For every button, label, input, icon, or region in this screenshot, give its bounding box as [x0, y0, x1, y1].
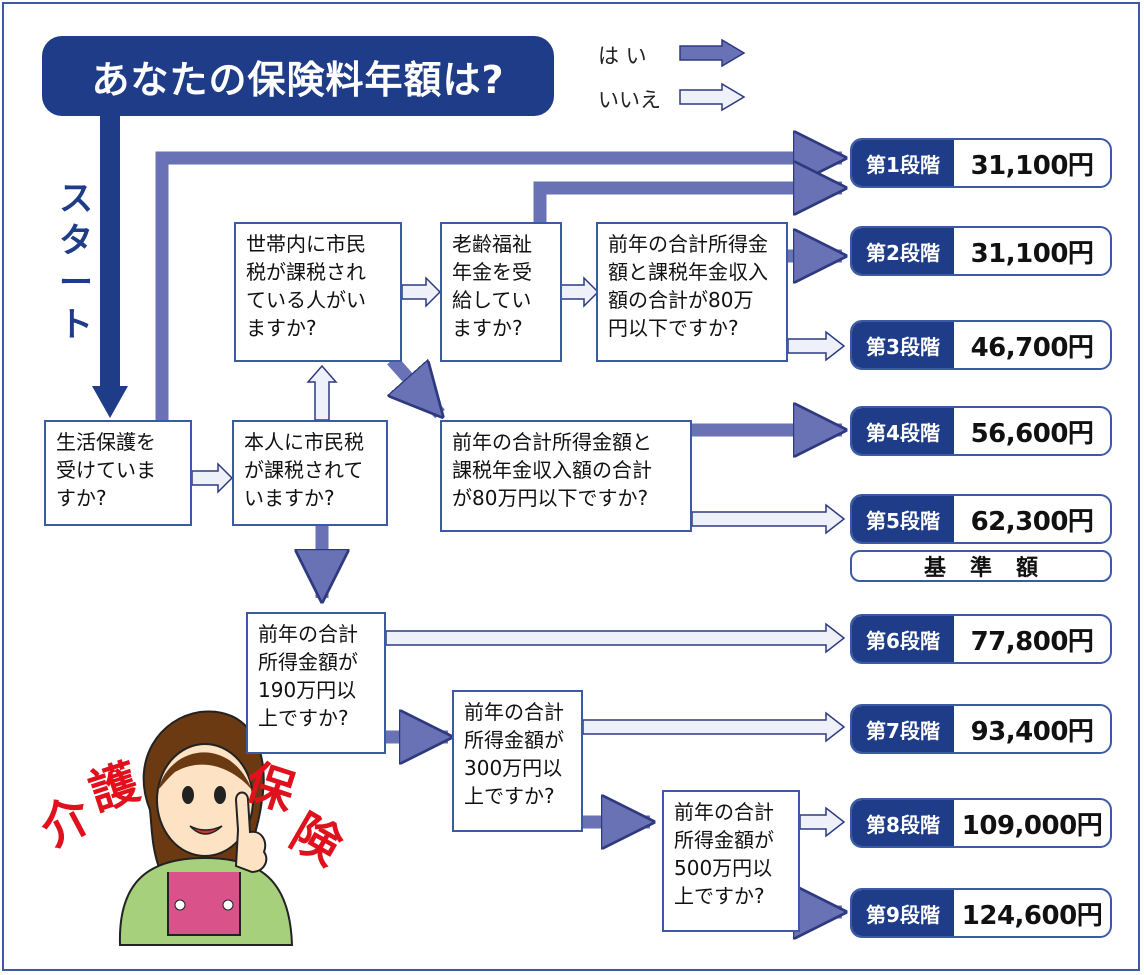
mascot-illustration	[118, 710, 294, 946]
stage-name: 第5段階	[852, 496, 954, 542]
question-line: 所得金額が	[674, 828, 774, 852]
question-line: 年金を受	[452, 260, 532, 284]
stage-name: 第4段階	[852, 408, 954, 454]
question-line: 所得金額が	[464, 728, 564, 752]
question-line: 額の合計が80万	[608, 288, 754, 312]
no-arrow-income190	[385, 622, 846, 654]
yes-path-pension	[533, 188, 842, 222]
result-stage-2: 第2段階 31,100円	[850, 226, 1112, 276]
question-line: ている人がい	[246, 288, 366, 312]
stage-amount: 93,400円	[970, 716, 1094, 747]
question-line: 額と課税年金収入	[608, 260, 768, 284]
no-arrow-income80a	[787, 330, 846, 362]
page-title: あなたの保険料年額は?	[42, 36, 554, 116]
question-line: ますか?	[246, 316, 317, 340]
question-income-300: 前年の合計 所得金額が 300万円以 上ですか?	[452, 690, 583, 832]
no-arrow-household	[401, 276, 442, 308]
legend-no-arrow	[679, 82, 746, 112]
start-char: ー	[59, 263, 93, 303]
legend-no-label: いいえ	[598, 88, 661, 112]
question-line: 前年の合計所得金	[608, 232, 768, 256]
yes-paths	[155, 158, 842, 912]
question-line: 上ですか?	[674, 884, 765, 908]
no-arrow-welfare	[191, 462, 234, 494]
question-line: いますか?	[244, 486, 335, 510]
question-line: 円以下ですか?	[608, 316, 739, 340]
result-stage-8: 第8段階 109,000円	[850, 798, 1112, 848]
question-line: 190万円以	[258, 678, 357, 702]
yes-path-welfare	[155, 158, 842, 420]
question-line: 前年の合計	[674, 800, 774, 824]
question-line: 課税年金収入額の合計	[452, 458, 652, 482]
question-line: 受けていま	[56, 458, 156, 482]
no-arrow-income300	[582, 711, 846, 743]
start-char: ス	[59, 179, 93, 219]
stage-amount: 31,100円	[970, 238, 1094, 269]
question-line: 所得金額が	[258, 650, 358, 674]
result-stage-4: 第4段階 56,600円	[850, 406, 1112, 456]
legend-yes-arrow	[679, 38, 746, 68]
result-stage-3: 第3段階 46,700円	[850, 320, 1112, 370]
stage-name: 第1段階	[852, 140, 954, 186]
stage-amount: 31,100円	[970, 150, 1094, 181]
no-arrow-income500	[799, 806, 846, 838]
no-arrow-pension	[560, 276, 600, 308]
no-arrow-income80b	[691, 503, 846, 535]
question-line: 前年の合計所得金額と	[452, 430, 652, 454]
result-stage-6: 第6段階 77,800円	[850, 614, 1112, 664]
result-stage-1: 第1段階 31,100円	[850, 138, 1112, 188]
question-line: 500万円以	[674, 856, 773, 880]
stage-name: 第9段階	[852, 890, 954, 936]
stage-name: 第6段階	[852, 616, 954, 662]
question-line: 生活保護を	[56, 430, 156, 454]
start-label: ス タ ー ト	[56, 178, 96, 346]
question-line: 給してい	[452, 288, 532, 312]
no-arrow-selftax	[306, 364, 338, 421]
question-line: が80万円以下ですか?	[452, 486, 649, 510]
legend-yes-label: は い	[598, 44, 647, 68]
stage-name: 第3段階	[852, 322, 954, 368]
question-household-tax: 世帯内に市民 税が課税され ている人がい ますか?	[234, 222, 402, 362]
stage-amount: 62,300円	[970, 506, 1094, 537]
question-income-500: 前年の合計 所得金額が 500万円以 上ですか?	[662, 790, 800, 932]
stage-name: 第2段階	[852, 228, 954, 274]
question-line: 前年の合計	[258, 622, 358, 646]
question-line: 本人に市民税	[244, 430, 364, 454]
stage-name: 第7段階	[852, 706, 954, 752]
question-old-age-pension: 老齢福祉 年金を受 給してい ますか?	[440, 222, 562, 362]
yes-path-household	[392, 355, 440, 414]
stage-name: 第8段階	[852, 800, 954, 846]
question-line: 老齢福祉	[452, 232, 532, 256]
result-stage-7: 第7段階 93,400円	[850, 704, 1112, 754]
stage-amount: 56,600円	[970, 418, 1094, 449]
question-income-80-b: 前年の合計所得金額と 課税年金収入額の合計 が80万円以下ですか?	[440, 420, 692, 532]
question-line: すか?	[56, 486, 107, 510]
question-line: 300万円以	[464, 756, 563, 780]
result-stage-9: 第9段階 124,600円	[850, 888, 1112, 938]
stage-amount: 46,700円	[970, 332, 1094, 363]
result-stage-5: 第5段階 62,300円	[850, 494, 1112, 544]
start-char: タ	[59, 221, 93, 261]
question-line: 税が課税され	[246, 260, 366, 284]
question-line: 世帯内に市民	[246, 232, 366, 256]
question-line: 上ですか?	[464, 784, 555, 808]
question-self-tax: 本人に市民税 が課税されて いますか?	[232, 420, 388, 526]
no-paths	[191, 276, 846, 838]
stage-amount: 77,800円	[970, 626, 1094, 657]
start-arrow	[92, 116, 128, 418]
base-amount-label: 基準額	[850, 550, 1112, 582]
question-line: 上ですか?	[258, 706, 349, 730]
stage-amount: 124,600円	[961, 900, 1103, 931]
question-line: 前年の合計	[464, 700, 564, 724]
question-line: が課税されて	[244, 458, 364, 482]
stage-amount: 109,000円	[961, 810, 1103, 841]
question-income-80-a: 前年の合計所得金 額と課税年金収入 額の合計が80万 円以下ですか?	[596, 222, 788, 362]
question-line: ますか?	[452, 316, 523, 340]
question-welfare: 生活保護を 受けていま すか?	[44, 420, 192, 526]
start-char: ト	[59, 305, 93, 345]
question-income-190: 前年の合計 所得金額が 190万円以 上ですか?	[246, 612, 386, 754]
